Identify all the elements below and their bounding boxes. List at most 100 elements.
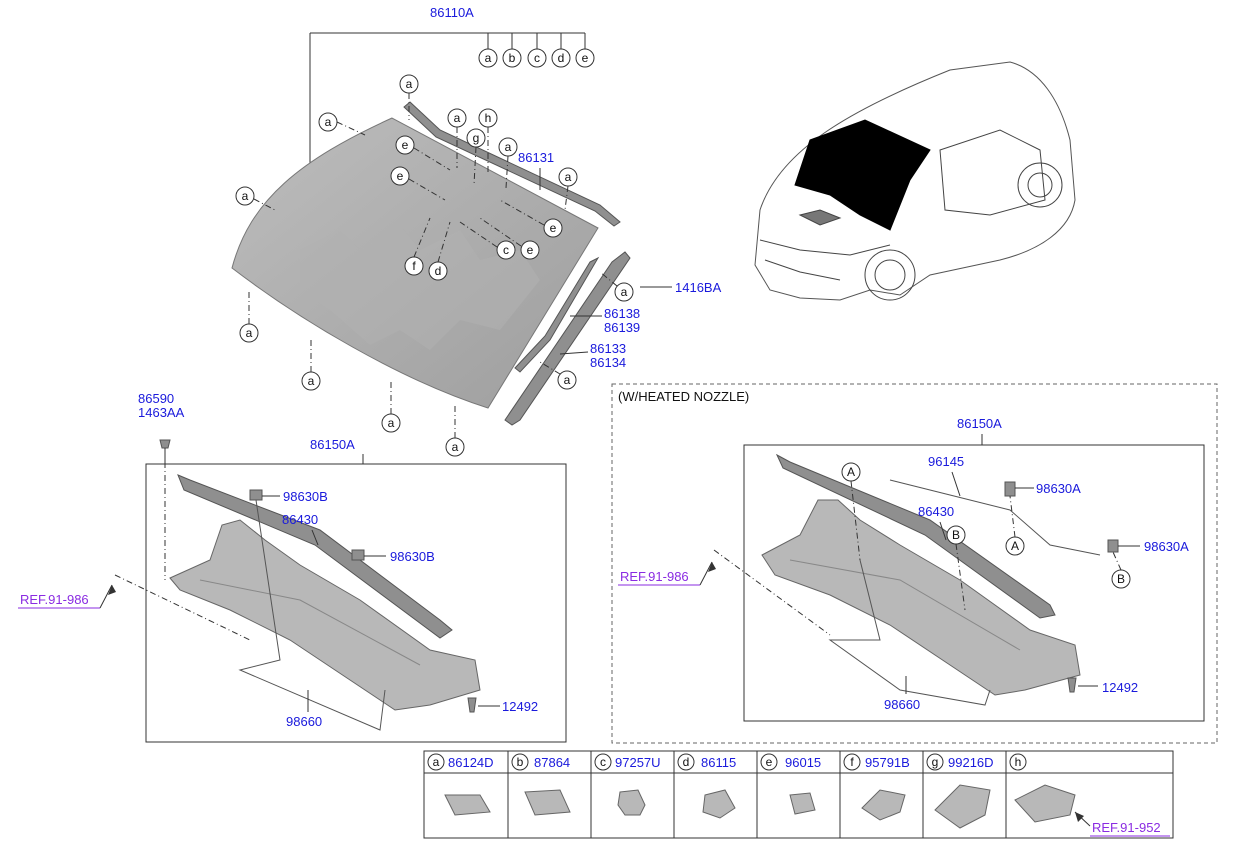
svg-text:a: a — [433, 755, 440, 769]
part-icon-86115 — [702, 789, 736, 819]
cowl-box-left — [145, 463, 567, 743]
svg-text:86115: 86115 — [701, 755, 736, 770]
svg-text:a: a — [246, 326, 253, 340]
svg-text:REF.91-986: REF.91-986 — [20, 592, 89, 607]
svg-text:b: b — [517, 755, 524, 769]
svg-text:a: a — [325, 115, 332, 129]
svg-text:c: c — [503, 243, 509, 257]
svg-text:e: e — [766, 755, 773, 769]
hose-98660-left-shape — [238, 499, 386, 731]
part-icon-86124D — [444, 794, 491, 816]
part-number-86134[interactable]: 86134 — [590, 355, 626, 370]
part-number-86133[interactable]: 86133 — [590, 341, 626, 356]
top-letter-e: e — [582, 51, 589, 65]
side-molding-inner-shape — [514, 256, 600, 373]
svg-text:REF.91-952: REF.91-952 — [1092, 820, 1161, 835]
hose-98660-right-shape — [828, 559, 991, 706]
part-number-1416BA[interactable]: 1416BA — [675, 280, 722, 295]
part-number-86150A-left[interactable]: 86150A — [310, 437, 355, 452]
part-number-12492-right[interactable]: 12492 — [1102, 680, 1138, 695]
table-cell-a[interactable]: a 86124D — [427, 753, 494, 771]
cowl-assembly-right — [761, 453, 1081, 696]
screw-12492-left-shape — [467, 697, 477, 713]
svg-text:96015: 96015 — [785, 755, 821, 770]
part-number-86110A[interactable]: 86110A — [430, 5, 474, 20]
svg-text:a: a — [565, 170, 572, 184]
ref-leader-right — [713, 549, 831, 636]
top-letter-d: d — [558, 51, 565, 65]
nozzle-98630B-1-shape — [249, 489, 263, 501]
vehicle-illustration — [754, 61, 1076, 301]
part-number-98660-left[interactable]: 98660 — [286, 714, 322, 729]
svg-text:99216D: 99216D — [948, 755, 994, 770]
part-number-86430-left[interactable]: 86430 — [282, 512, 318, 527]
svg-text:a: a — [452, 440, 459, 454]
svg-text:A: A — [847, 465, 855, 479]
bolt-86590-shape — [159, 439, 171, 449]
part-number-98630A-1[interactable]: 98630A — [1036, 481, 1081, 496]
svg-text:e: e — [397, 169, 404, 183]
part-number-86590[interactable]: 86590 — [138, 391, 174, 406]
svg-text:e: e — [527, 243, 534, 257]
table-cell-g[interactable]: g 99216D — [926, 753, 994, 771]
svg-text:a: a — [621, 285, 628, 299]
svg-text:g: g — [932, 755, 939, 769]
top-letter-c: c — [534, 51, 540, 65]
part-number-98630B-2[interactable]: 98630B — [390, 549, 435, 564]
top-letter-b: b — [509, 51, 516, 65]
part-number-86430-right[interactable]: 86430 — [918, 504, 954, 519]
part-icon-95791B — [861, 789, 906, 821]
table-cell-h[interactable]: h — [1009, 753, 1027, 771]
svg-text:a: a — [406, 77, 413, 91]
table-cell-e[interactable]: e 96015 — [760, 753, 821, 771]
ref-link-91-986-right[interactable]: REF.91-986 — [618, 561, 716, 586]
svg-text:B: B — [1117, 572, 1125, 586]
part-icon-h — [1014, 784, 1076, 823]
ref-link-91-986-left[interactable]: REF.91-986 — [18, 584, 116, 609]
svg-text:a: a — [454, 111, 461, 125]
part-number-96145[interactable]: 96145 — [928, 454, 964, 469]
part-number-12492-left[interactable]: 12492 — [502, 699, 538, 714]
harness-96145-shape — [889, 479, 1101, 556]
table-cell-c[interactable]: c 97257U — [594, 753, 661, 771]
nozzle-98630A-2-shape — [1107, 539, 1119, 553]
table-cell-d[interactable]: d 86115 — [677, 753, 736, 771]
svg-text:95791B: 95791B — [865, 755, 910, 770]
part-icon-87864 — [524, 789, 571, 816]
screw-12492-right-shape — [1067, 677, 1077, 693]
cowl-assembly-left — [169, 474, 481, 711]
svg-text:REF.91-986: REF.91-986 — [620, 569, 689, 584]
ref-link-91-952[interactable]: REF.91-952 — [1074, 811, 1170, 837]
heated-nozzle-box — [611, 383, 1218, 744]
svg-text:c: c — [600, 755, 606, 769]
part-number-86131[interactable]: 86131 — [518, 150, 554, 165]
svg-text:a: a — [564, 373, 571, 387]
nozzle-98630B-2-shape — [351, 549, 365, 561]
side-molding-shape — [504, 251, 631, 426]
top-letter-a: a — [485, 51, 492, 65]
svg-text:a: a — [388, 416, 395, 430]
nozzle-98630A-1-shape — [1004, 481, 1016, 497]
svg-text:f: f — [412, 259, 416, 273]
part-number-98630B-1[interactable]: 98630B — [283, 489, 328, 504]
part-icon-99216D — [934, 784, 991, 829]
part-number-86139[interactable]: 86139 — [604, 320, 640, 335]
svg-text:a: a — [505, 140, 512, 154]
part-number-86138[interactable]: 86138 — [604, 306, 640, 321]
table-cell-f[interactable]: f 95791B — [843, 753, 910, 771]
part-number-86150A-right[interactable]: 86150A — [957, 416, 1002, 431]
parts-table — [423, 750, 1174, 839]
top-letter-bracket: a b c d e — [478, 33, 595, 68]
svg-text:a: a — [308, 374, 315, 388]
part-number-98630A-2[interactable]: 98630A — [1144, 539, 1189, 554]
part-number-98660-right[interactable]: 98660 — [884, 697, 920, 712]
svg-text:A: A — [1011, 539, 1019, 553]
svg-text:97257U: 97257U — [615, 755, 661, 770]
part-icon-96015 — [789, 792, 816, 815]
svg-text:e: e — [402, 138, 409, 152]
part-number-1463AA[interactable]: 1463AA — [138, 405, 185, 420]
svg-text:a: a — [242, 189, 249, 203]
table-cell-b[interactable]: b 87864 — [511, 753, 570, 771]
svg-text:f: f — [850, 755, 854, 769]
